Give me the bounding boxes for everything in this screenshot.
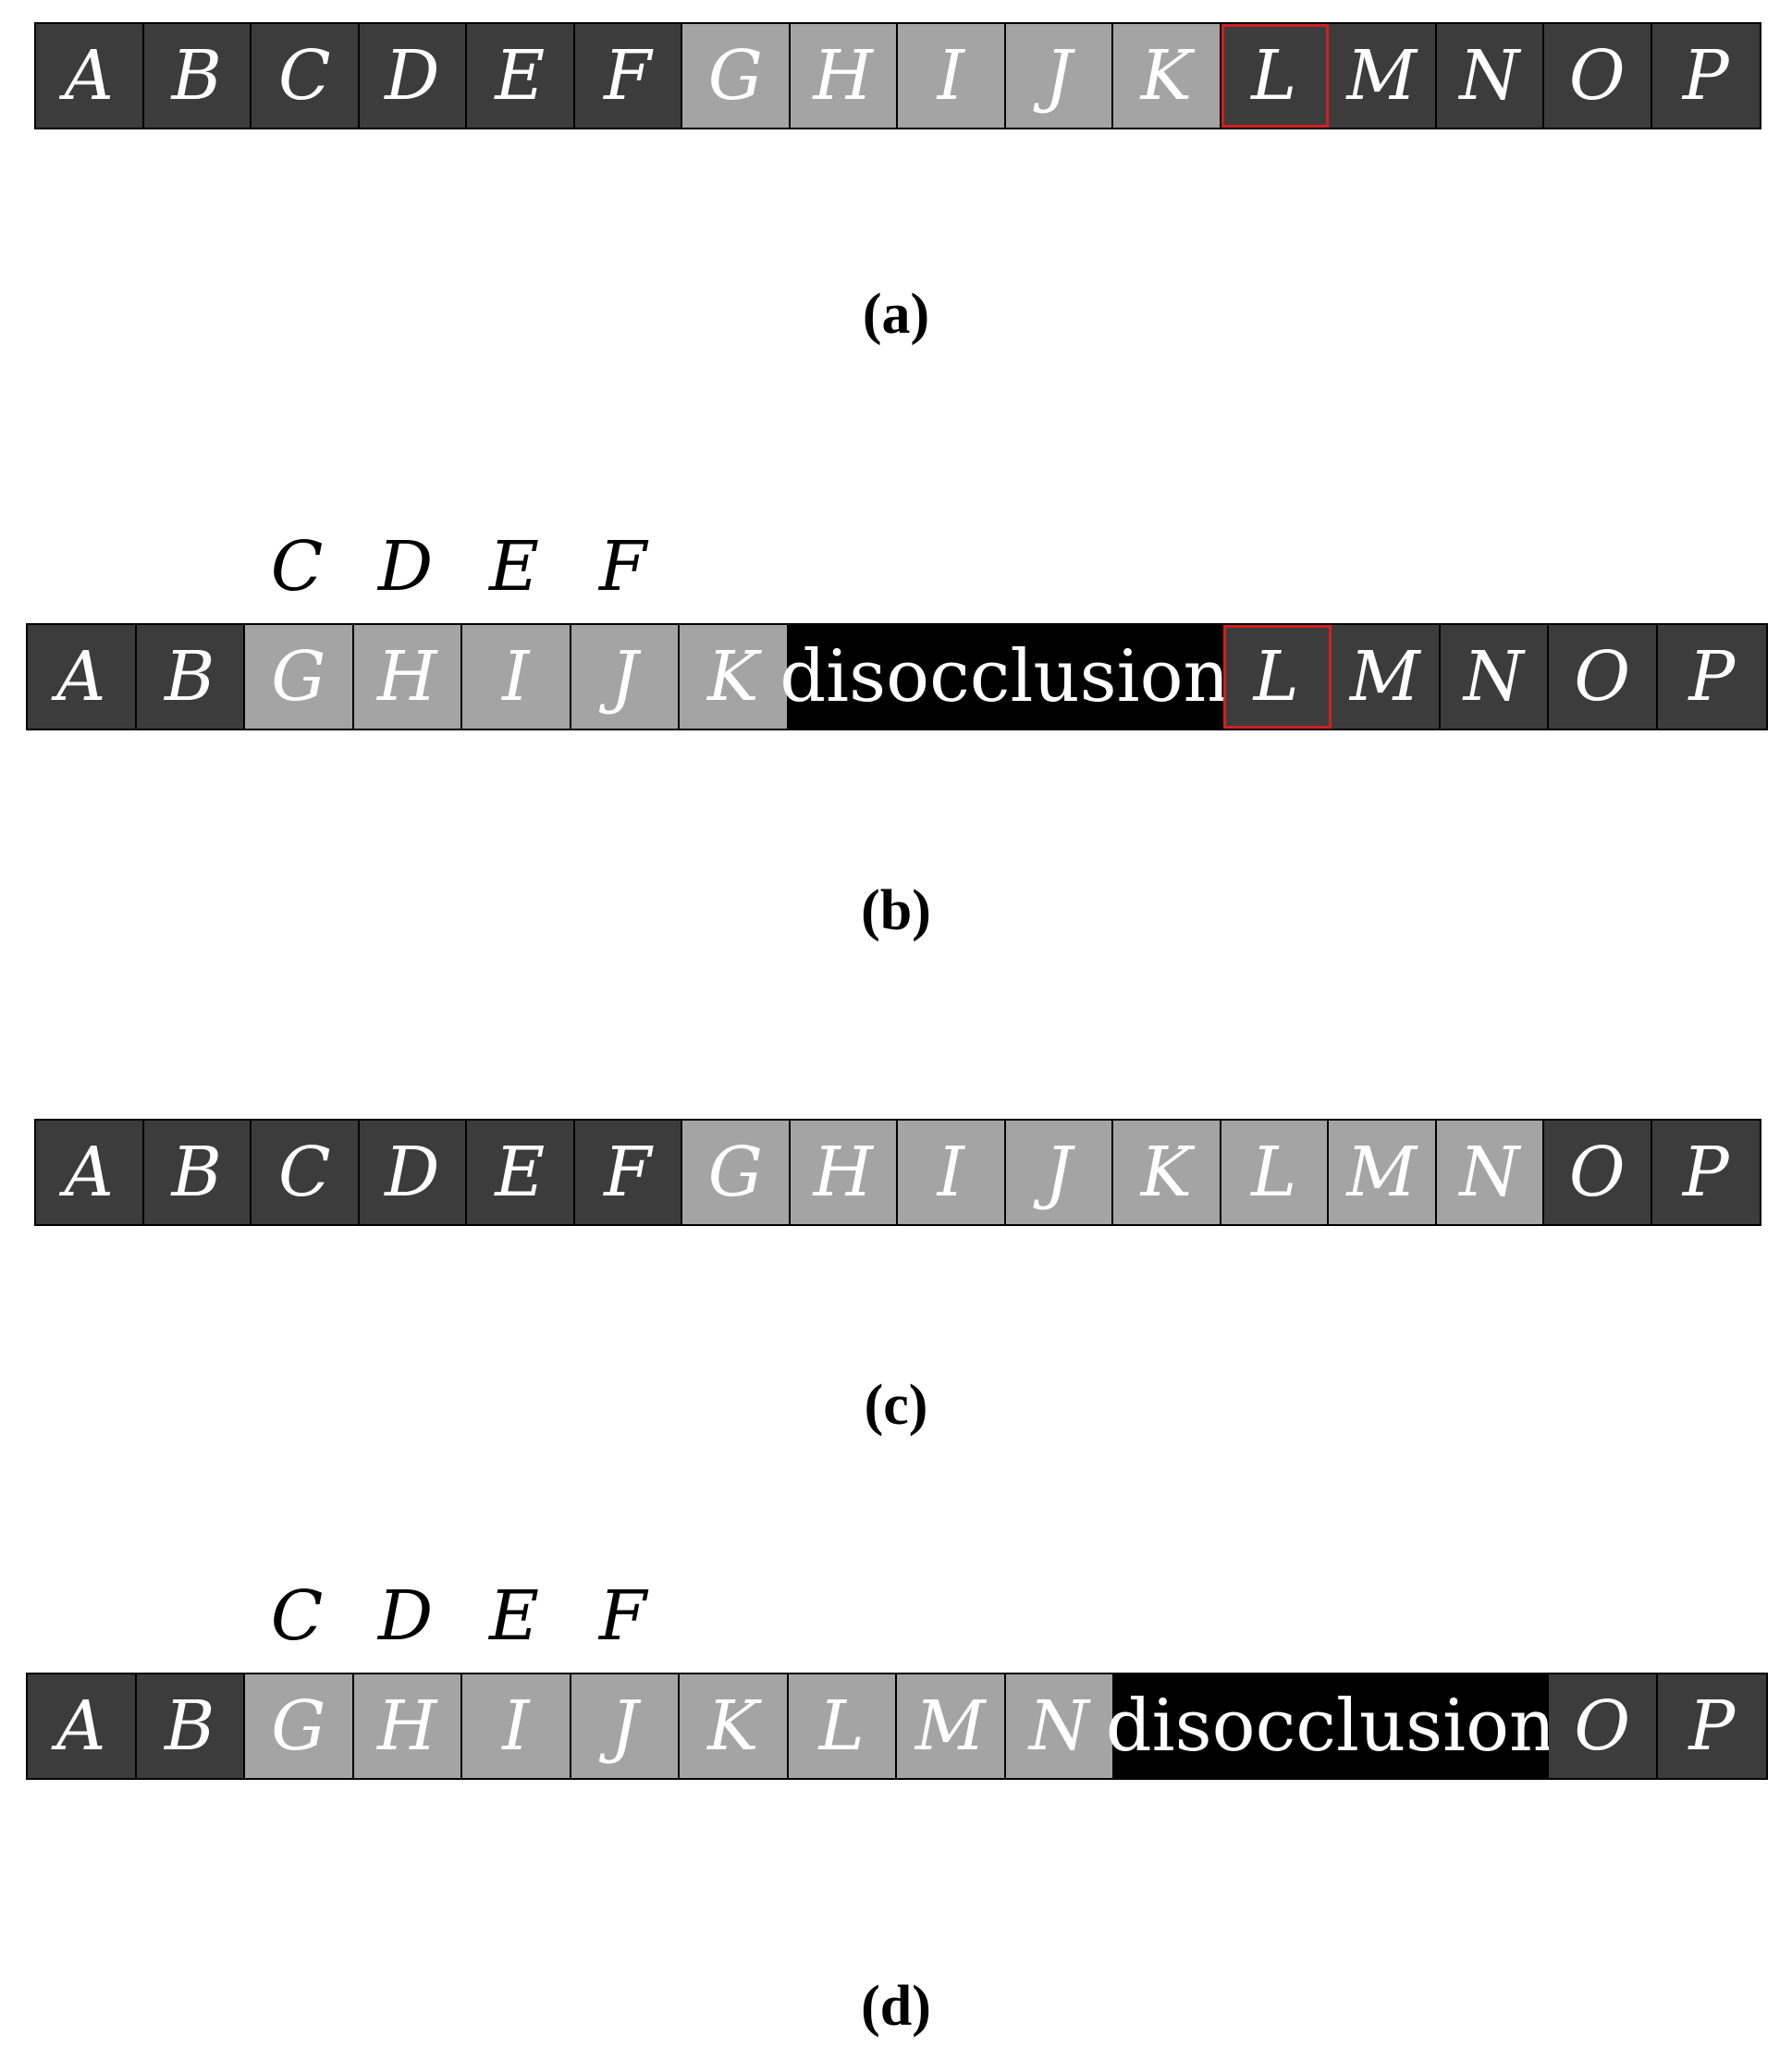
pixel-cell: E	[467, 24, 575, 128]
pixel-cell: I	[462, 1674, 571, 1778]
above-label: C	[270, 1576, 324, 1656]
pixel-cell: G	[682, 24, 791, 128]
pixel-cell: I	[898, 24, 1006, 128]
pixel-cell: H	[790, 1121, 898, 1224]
panel-caption: (b)	[757, 878, 1035, 944]
pixel-cell: G	[245, 1674, 354, 1778]
pixel-cell: J	[571, 625, 680, 729]
pixel-cell: B	[143, 1121, 252, 1224]
above-label: E	[488, 1576, 540, 1656]
pixel-cell: C	[252, 24, 360, 128]
pixel-cell: C	[252, 1121, 360, 1224]
above-label: F	[598, 527, 647, 607]
above-label: D	[377, 527, 434, 607]
pixel-cell: M	[1329, 24, 1437, 128]
pixel-cell: L	[1221, 1121, 1329, 1224]
pixel-cell: I	[898, 1121, 1006, 1224]
above-label: C	[270, 527, 324, 607]
pixel-cell: L	[788, 1674, 897, 1778]
pixel-cell: M	[1332, 625, 1441, 729]
panel-caption: (c)	[757, 1373, 1035, 1439]
pixel-cell: D	[359, 24, 467, 128]
pixel-cell: O	[1549, 1674, 1658, 1778]
pixel-cell: K	[1113, 1121, 1221, 1224]
pixel-cell: N	[1440, 625, 1549, 729]
pixel-cell: B	[136, 1674, 245, 1778]
pixel-cell: A	[28, 1674, 137, 1778]
caption-text: (d)	[861, 1975, 931, 2038]
caption-text: (c)	[864, 1374, 928, 1437]
above-label: F	[598, 1576, 647, 1656]
disocclusion-region: disocclusion	[1106, 1674, 1555, 1778]
pixel-cell: P	[1651, 1121, 1760, 1224]
pixel-cell: J	[571, 1674, 680, 1778]
pixel-cell: N	[1005, 1674, 1114, 1778]
caption-text: (b)	[861, 879, 931, 942]
pixel-cell: K	[680, 1674, 789, 1778]
pixel-cell: H	[790, 24, 898, 128]
above-label: D	[377, 1576, 434, 1656]
pixel-cell: B	[143, 24, 252, 128]
pixel-cell: K	[680, 625, 789, 729]
pixel-cell: F	[574, 24, 682, 128]
pixel-cell: N	[1436, 1121, 1544, 1224]
pixel-cell: A	[36, 1121, 144, 1224]
pixel-cell: G	[245, 625, 354, 729]
pixel-cell: O	[1544, 1121, 1652, 1224]
disocclusion-region: disocclusion	[779, 625, 1230, 729]
pixel-cell: D	[359, 1121, 467, 1224]
above-label: E	[488, 527, 540, 607]
pixel-cell: P	[1657, 1674, 1766, 1778]
pixel-cell: K	[1113, 24, 1221, 128]
pixel-cell: N	[1436, 24, 1544, 128]
pixel-cell: M	[1329, 1121, 1437, 1224]
pixel-cell: F	[574, 1121, 682, 1224]
pixel-cell: I	[462, 625, 571, 729]
pixel-cell: M	[897, 1674, 1006, 1778]
pixel-cell: H	[353, 1674, 462, 1778]
panel-caption: (a)	[757, 282, 1035, 348]
pixel-cell: P	[1651, 24, 1760, 128]
pixel-cell: O	[1544, 24, 1652, 128]
pixel-cell: L	[1222, 625, 1332, 729]
pixel-cell: A	[36, 24, 144, 128]
pixel-cell: H	[353, 625, 462, 729]
pixel-cell: O	[1549, 625, 1658, 729]
pixel-cell: A	[28, 625, 137, 729]
pixel-cell: G	[682, 1121, 791, 1224]
pixel-cell: L	[1221, 24, 1329, 128]
pixel-cell: P	[1657, 625, 1766, 729]
caption-text: (a)	[862, 283, 930, 346]
pixel-cell: E	[467, 1121, 575, 1224]
pixel-cell: B	[136, 625, 245, 729]
panel-caption: (d)	[757, 1974, 1035, 2040]
pixel-cell: J	[1005, 1121, 1113, 1224]
pixel-cell: J	[1005, 24, 1113, 128]
